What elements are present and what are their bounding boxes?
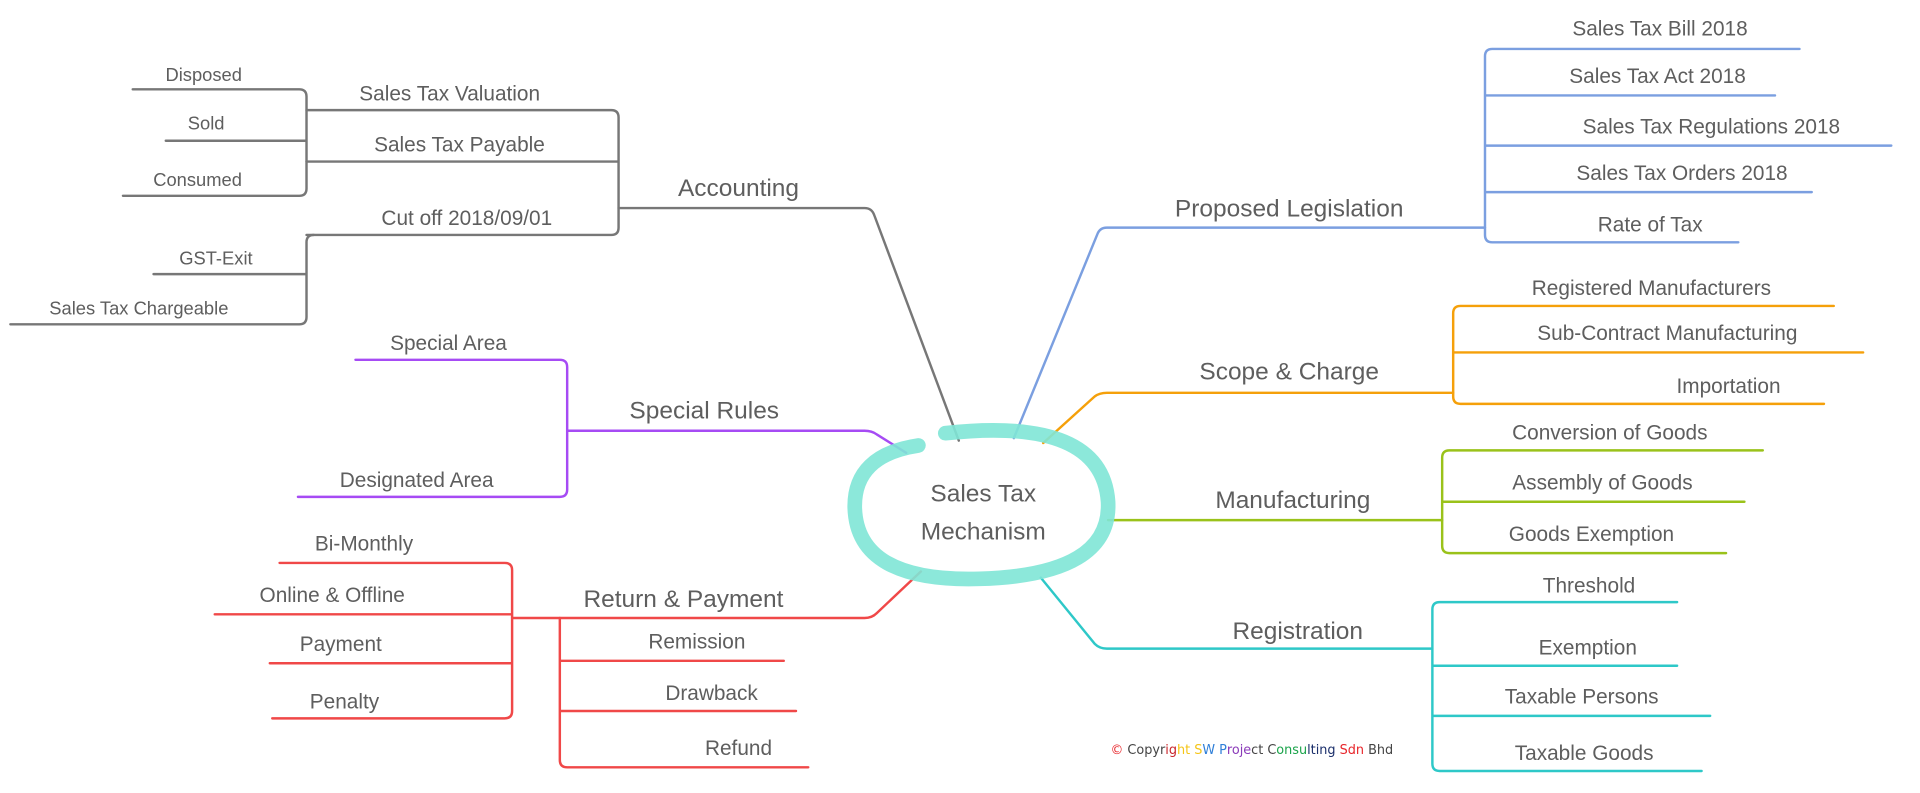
leaf-sales-tax-chargeable[interactable]: Sales Tax Chargeable: [49, 298, 228, 319]
subtopic-taxable-persons[interactable]: Taxable Persons: [1505, 686, 1659, 709]
subtopic-online-offline[interactable]: Online & Offline: [260, 584, 405, 607]
subtopic-sub-contract-manufacturing[interactable]: Sub-Contract Manufacturing: [1537, 322, 1797, 345]
branch-accounting-lines: [9, 88, 960, 442]
subtopic-sales-tax-valuation[interactable]: Sales Tax Valuation: [359, 82, 540, 105]
subtopic-designated-area[interactable]: Designated Area: [340, 469, 494, 492]
topic-return-payment[interactable]: Return & Payment: [583, 586, 783, 613]
topic-registration[interactable]: Registration: [1232, 618, 1363, 645]
subtopic-rate-of-tax[interactable]: Rate of Tax: [1598, 213, 1703, 236]
copyright-notice: © Copyright SW Project Consulting Sdn Bh…: [1111, 743, 1394, 758]
branch-manufacturing-lines: [1106, 449, 1765, 555]
subtopic-sales-tax-act[interactable]: Sales Tax Act 2018: [1569, 65, 1746, 88]
subtopic-importation[interactable]: Importation: [1677, 375, 1781, 398]
subtopic-refund[interactable]: Refund: [705, 737, 772, 760]
leaf-consumed[interactable]: Consumed: [153, 169, 242, 190]
subtopic-registered-manufacturers[interactable]: Registered Manufacturers: [1532, 277, 1771, 300]
subtopic-taxable-goods[interactable]: Taxable Goods: [1515, 742, 1654, 765]
topic-special-rules[interactable]: Special Rules: [629, 398, 779, 425]
subtopic-drawback[interactable]: Drawback: [665, 682, 758, 705]
leaf-gst-exit[interactable]: GST-Exit: [179, 247, 252, 268]
subtopic-sales-tax-regulations[interactable]: Sales Tax Regulations 2018: [1583, 115, 1840, 138]
topic-scope-charge[interactable]: Scope & Charge: [1199, 358, 1379, 385]
subtopic-threshold[interactable]: Threshold: [1543, 574, 1635, 597]
branch-scope-lines: [1041, 304, 1865, 445]
central-topic-brush-ellipse: [847, 423, 1116, 587]
subtopic-payment[interactable]: Payment: [300, 633, 382, 656]
topic-accounting[interactable]: Accounting: [678, 175, 799, 202]
branch-return-payment-lines: [213, 561, 923, 769]
subtopic-sales-tax-payable[interactable]: Sales Tax Payable: [374, 134, 545, 157]
subtopic-cut-off[interactable]: Cut off 2018/09/01: [381, 207, 552, 230]
leaf-sold[interactable]: Sold: [188, 113, 225, 134]
topic-manufacturing[interactable]: Manufacturing: [1215, 487, 1370, 514]
branch-special-rules-lines: [296, 358, 908, 499]
central-topic-line2: Mechanism: [921, 519, 1046, 546]
subtopic-goods-exemption[interactable]: Goods Exemption: [1509, 523, 1674, 546]
branch-registration-lines: [1039, 576, 1712, 773]
leaf-disposed[interactable]: Disposed: [165, 64, 241, 85]
central-topic[interactable]: Sales Tax Mechanism: [847, 423, 1116, 587]
subtopic-conversion-of-goods[interactable]: Conversion of Goods: [1512, 421, 1707, 444]
subtopic-remission[interactable]: Remission: [648, 631, 745, 654]
central-topic-line1: Sales Tax: [930, 481, 1036, 508]
subtopic-sales-tax-bill[interactable]: Sales Tax Bill 2018: [1572, 17, 1747, 40]
topic-proposed-legislation[interactable]: Proposed Legislation: [1175, 196, 1404, 223]
subtopic-bi-monthly[interactable]: Bi-Monthly: [315, 533, 414, 556]
branch-legislation-lines: [1012, 47, 1893, 440]
subtopic-sales-tax-orders[interactable]: Sales Tax Orders 2018: [1576, 162, 1787, 185]
subtopic-penalty[interactable]: Penalty: [310, 691, 380, 714]
subtopic-exemption[interactable]: Exemption: [1539, 637, 1637, 660]
subtopic-special-area[interactable]: Special Area: [390, 332, 507, 355]
subtopic-assembly-of-goods[interactable]: Assembly of Goods: [1512, 472, 1692, 495]
